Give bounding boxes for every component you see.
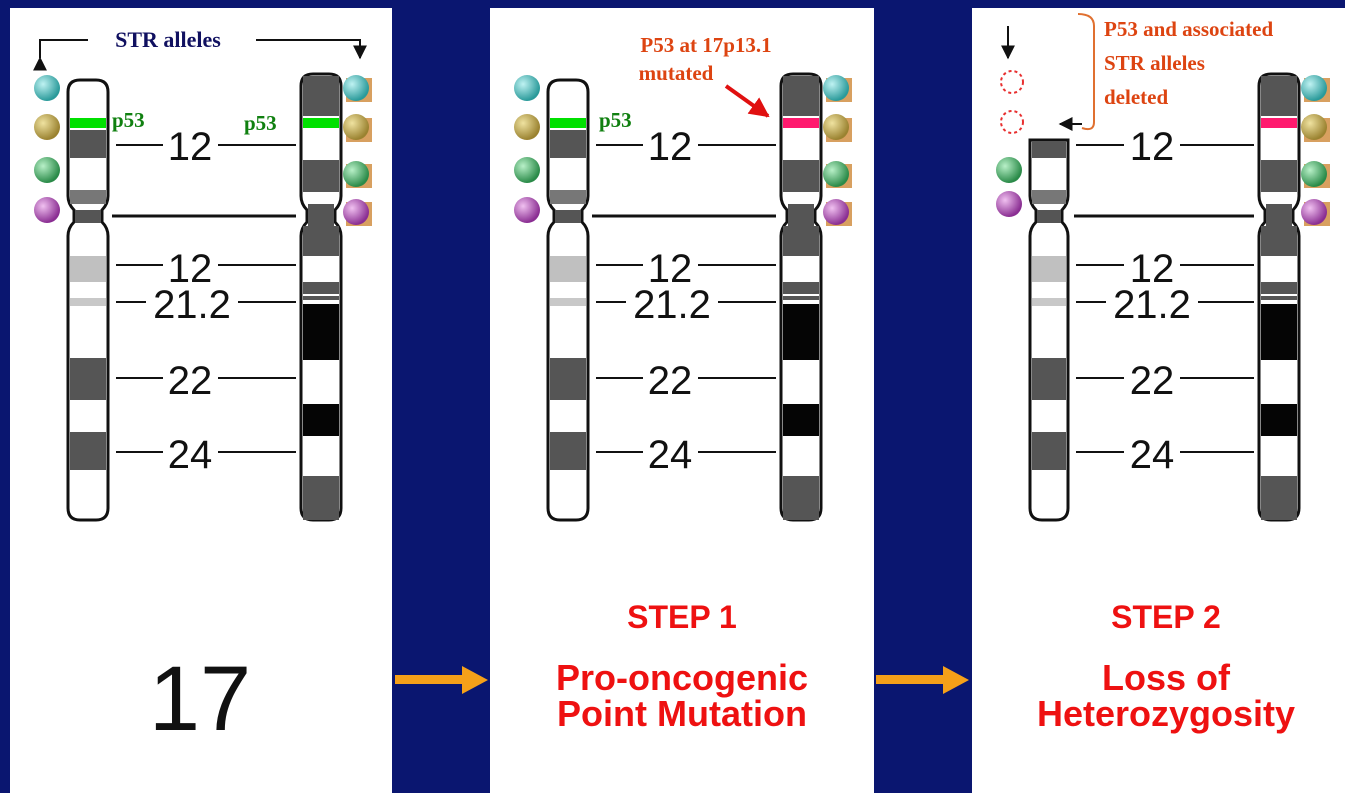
band-label: 12 xyxy=(168,247,213,291)
deleted-allele-1 xyxy=(1000,70,1024,94)
step2-desc-line1: Loss of xyxy=(1102,657,1231,698)
deletion-bracket xyxy=(1077,13,1095,131)
band-label: 22 xyxy=(1130,359,1175,403)
p53-marker-right xyxy=(303,118,339,128)
p53-marker-left xyxy=(550,118,586,128)
allele-gold-right xyxy=(823,114,849,140)
chromosome-truncated xyxy=(1028,138,1070,522)
mutated-p53-marker xyxy=(783,118,819,128)
step1-title: STEP 1 xyxy=(627,599,737,635)
step1-desc-line2: Point Mutation xyxy=(557,693,807,734)
deletion-annotation-line3: deleted xyxy=(1104,85,1168,109)
band-label: 22 xyxy=(168,359,213,403)
allele-green-left xyxy=(34,157,60,183)
step1-desc-line1: Pro-oncogenic xyxy=(556,657,808,698)
allele-purple-right xyxy=(343,199,369,225)
deletion-annotation-line1: P53 and associated xyxy=(1104,17,1274,41)
allele-green-right xyxy=(343,161,369,187)
mutation-pointer-arrow xyxy=(724,84,770,118)
allele-purple-left xyxy=(996,191,1022,217)
allele-teal-left xyxy=(514,75,540,101)
band-label: 12 xyxy=(648,247,693,291)
allele-teal-left xyxy=(34,75,60,101)
p53-label-right: p53 xyxy=(244,111,277,135)
panel-2-content: p53 12 12 21.2 22 24 xyxy=(514,33,852,734)
band-label: 12 xyxy=(168,125,213,169)
step2-title: STEP 2 xyxy=(1111,599,1221,635)
chromosome-maternal xyxy=(546,78,590,522)
band-label: 21.2 xyxy=(633,283,711,327)
allele-purple-right xyxy=(823,199,849,225)
deleted-allele-2 xyxy=(1000,110,1024,134)
transition-arrow-2 xyxy=(876,666,969,694)
allele-purple-left xyxy=(34,197,60,223)
chromosome-paternal xyxy=(299,72,343,522)
band-label: 24 xyxy=(1130,433,1175,477)
band-label: 12 xyxy=(648,125,693,169)
allele-gold-right xyxy=(1301,114,1327,140)
band-label: 12 xyxy=(1130,247,1175,291)
allele-teal-right xyxy=(1301,75,1327,101)
allele-green-right xyxy=(823,161,849,187)
str-bracket-right xyxy=(256,39,367,60)
allele-purple-right xyxy=(1301,199,1327,225)
allele-green-left xyxy=(996,157,1022,183)
band-label: 24 xyxy=(648,433,693,477)
str-bracket-left xyxy=(33,39,88,71)
panel-1-content: STR alleles p53 p53 12 12 xyxy=(33,27,372,750)
mutation-annotation-line1: P53 at 17p13.1 xyxy=(640,33,771,57)
mutated-p53-marker xyxy=(1261,118,1297,128)
p53-label-left: p53 xyxy=(112,108,145,132)
chromosome-number: 17 xyxy=(149,648,251,750)
band-labels-panel-1: 12 12 21.2 22 24 xyxy=(116,125,296,477)
mutation-annotation-line2: mutated xyxy=(639,61,714,85)
allele-teal-right xyxy=(343,75,369,101)
chromosome-maternal xyxy=(66,78,110,522)
chromosome-paternal xyxy=(1257,72,1301,522)
band-label: 21.2 xyxy=(153,283,231,327)
deletion-annotation-line2: STR alleles xyxy=(1104,51,1205,75)
band-labels-panel-3: 12 12 21.2 22 24 xyxy=(1076,125,1254,477)
band-labels-panel-2: 12 12 21.2 22 24 xyxy=(596,125,776,477)
p53-label-left: p53 xyxy=(599,108,632,132)
panel-3-content: P53 and associated STR alleles deleted 1… xyxy=(996,13,1330,734)
allele-gold-right xyxy=(343,114,369,140)
str-alleles-label: STR alleles xyxy=(115,27,221,52)
allele-teal-right xyxy=(823,75,849,101)
allele-green-right xyxy=(1301,161,1327,187)
allele-gold-left xyxy=(34,114,60,140)
allele-purple-left xyxy=(514,197,540,223)
step2-desc-line2: Heterozygosity xyxy=(1037,693,1295,734)
p53-marker-left xyxy=(70,118,106,128)
band-label: 21.2 xyxy=(1113,283,1191,327)
allele-gold-left xyxy=(514,114,540,140)
band-label: 12 xyxy=(1130,125,1175,169)
chromosome-paternal xyxy=(779,72,823,522)
band-label: 22 xyxy=(648,359,693,403)
allele-green-left xyxy=(514,157,540,183)
transition-arrow-1 xyxy=(395,666,488,694)
band-label: 24 xyxy=(168,433,213,477)
